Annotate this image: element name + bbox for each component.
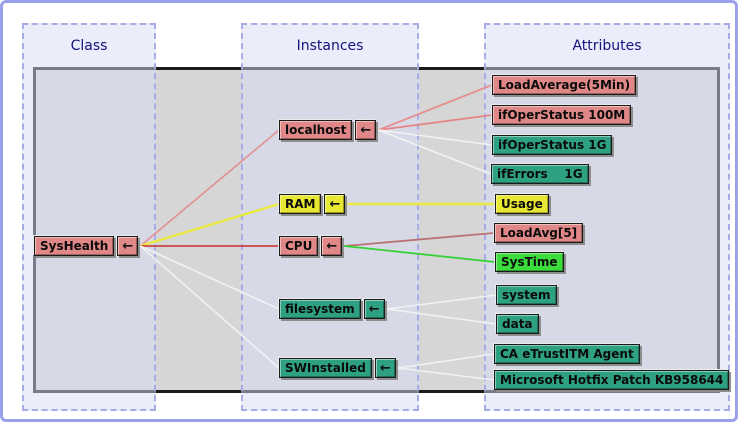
node-label: localhost [279, 120, 353, 140]
instance-node-swinstalled[interactable]: SWInstalled ← [279, 358, 396, 378]
node-label: SysHealth [34, 236, 115, 256]
attribute-node-data[interactable]: data [496, 314, 539, 334]
column-header-instances: Instances [296, 38, 364, 54]
node-label: Microsoft Hotfix Patch KB958644 [494, 370, 730, 390]
node-label: filesystem [279, 299, 361, 319]
node-label: ifOperStatus 100M [492, 105, 632, 125]
attribute-node-systime[interactable]: SysTime [495, 252, 564, 272]
node-label: SysTime [495, 252, 564, 272]
node-label: ifOperStatus 1G [492, 135, 613, 155]
column-header-attributes: Attributes [572, 38, 642, 54]
instance-node-cpu[interactable]: CPU ← [279, 236, 343, 256]
left-arrow-icon[interactable]: ← [374, 358, 396, 378]
left-arrow-icon[interactable]: ← [324, 194, 346, 214]
node-label: system [496, 285, 557, 305]
instance-node-ram[interactable]: RAM ← [279, 194, 346, 214]
attribute-node-loadaverage5min[interactable]: LoadAverage(5Min) [492, 75, 637, 95]
class-node-syshealth[interactable]: SysHealth ← [34, 236, 139, 256]
attribute-node-system[interactable]: system [496, 285, 557, 305]
node-label: CPU [279, 236, 319, 256]
node-label: LoadAvg[5] [494, 223, 584, 243]
instance-node-localhost[interactable]: localhost ← [279, 120, 377, 140]
node-label: CA eTrustITM Agent [494, 344, 640, 364]
attribute-node-ifoperstatus1g[interactable]: ifOperStatus 1G [492, 135, 613, 155]
left-arrow-icon[interactable]: ← [363, 299, 385, 319]
left-arrow-icon[interactable]: ← [117, 236, 139, 256]
attribute-node-usage[interactable]: Usage [495, 194, 549, 214]
attribute-node-iferrors1g[interactable]: ifErrors 1G [491, 164, 589, 184]
attribute-node-ifoperstatus100m[interactable]: ifOperStatus 100M [492, 105, 632, 125]
attribute-node-ca-etrustitm-agent[interactable]: CA eTrustITM Agent [494, 344, 640, 364]
node-label: Usage [495, 194, 549, 214]
left-arrow-icon[interactable]: ← [321, 236, 343, 256]
attribute-node-microsoft-hotfix[interactable]: Microsoft Hotfix Patch KB958644 [494, 370, 730, 390]
node-label: LoadAverage(5Min) [492, 75, 637, 95]
instance-node-filesystem[interactable]: filesystem ← [279, 299, 385, 319]
node-label: RAM [279, 194, 322, 214]
node-label: SWInstalled [279, 358, 372, 378]
column-header-class: Class [70, 38, 108, 54]
node-label: data [496, 314, 539, 334]
left-arrow-icon[interactable]: ← [355, 120, 377, 140]
attribute-node-loadavg5[interactable]: LoadAvg[5] [494, 223, 584, 243]
node-label: ifErrors 1G [491, 164, 589, 184]
